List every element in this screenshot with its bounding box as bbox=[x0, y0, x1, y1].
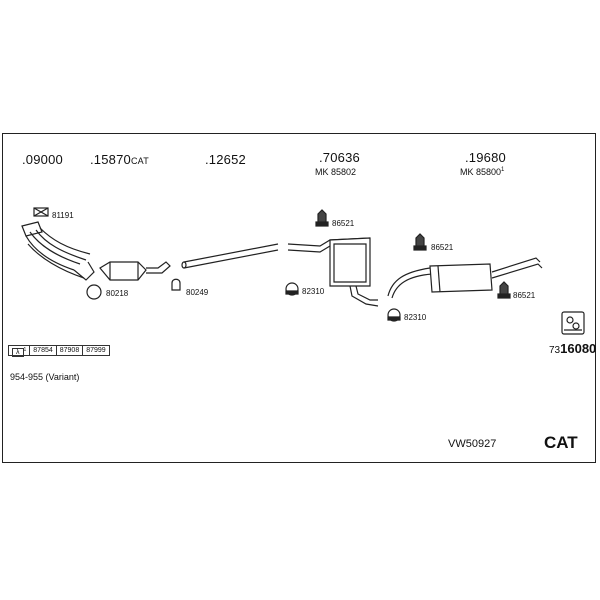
kit-code: 7316080 bbox=[549, 341, 597, 356]
label-ring-80218: 80218 bbox=[106, 289, 129, 298]
clamp-icon bbox=[171, 278, 181, 291]
middle-silencer-icon bbox=[287, 237, 379, 307]
kit-icon bbox=[561, 311, 585, 335]
cat-label: CAT bbox=[544, 433, 578, 452]
front-pipe-icon bbox=[181, 243, 279, 269]
label-clamp-80249: 80249 bbox=[186, 288, 209, 297]
part-number-middle-silencer: .70636 bbox=[319, 150, 360, 165]
variant-note: 954-955 (Variant) bbox=[10, 372, 80, 382]
part-number-catalyst: .15870CAT bbox=[90, 152, 149, 167]
sensor-code: 87854 bbox=[30, 345, 57, 356]
part-number-manifold: .09000 bbox=[22, 152, 63, 167]
sensor-code: 87999 bbox=[83, 345, 110, 356]
catalyst-icon bbox=[99, 261, 171, 281]
mounting-kit-rear: MK 858001 bbox=[460, 167, 505, 177]
label-ring-right: 82310 bbox=[404, 313, 427, 322]
label-hanger-center: 86521 bbox=[332, 219, 355, 228]
label-gasket-81191: 81191 bbox=[52, 211, 74, 220]
ring-icon bbox=[285, 282, 299, 296]
hanger-icon bbox=[497, 281, 511, 299]
diagram-frame bbox=[2, 133, 596, 463]
mounting-kit-middle: MK 85802 bbox=[315, 167, 357, 177]
ring-icon bbox=[387, 308, 401, 322]
label-hanger-right-top: 86521 bbox=[431, 243, 454, 252]
hanger-icon bbox=[413, 233, 427, 251]
manifold-icon bbox=[21, 221, 95, 281]
label-ring-center: 82310 bbox=[302, 287, 325, 296]
part-number-front-pipe: .12652 bbox=[205, 152, 246, 167]
hanger-icon bbox=[315, 209, 329, 227]
label-hanger-right-bottom: 86521 bbox=[513, 291, 536, 300]
part-number-rear-silencer: .19680 bbox=[465, 150, 506, 165]
rear-silencer-icon bbox=[387, 257, 543, 299]
gasket-icon bbox=[33, 207, 49, 217]
ring-icon bbox=[86, 284, 102, 300]
set-id: VW50927 bbox=[448, 438, 497, 450]
sensor-code: 87908 bbox=[56, 345, 84, 356]
